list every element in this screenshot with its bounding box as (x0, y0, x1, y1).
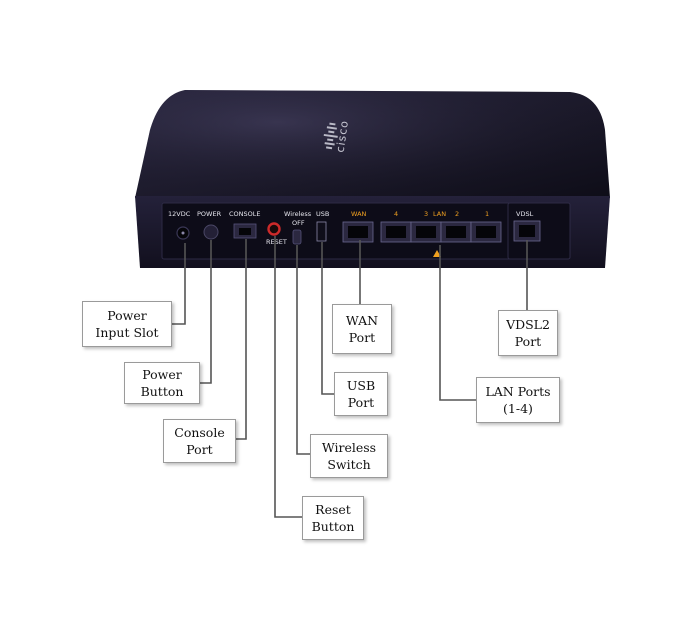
label-power: POWER (197, 210, 222, 218)
callout-usb-port: USB Port (334, 372, 388, 416)
lan-port-3-slot (416, 226, 436, 238)
leader-usb (321, 242, 334, 395)
callout-power-input-line1: Power (107, 308, 147, 323)
callout-console-port-line1: Console (174, 425, 225, 440)
lan-warning-icon (433, 250, 441, 257)
label-wireless: Wireless (284, 210, 312, 218)
label-vdsl: VDSL (516, 210, 534, 218)
callout-vdsl2-port: VDSL2 Port (498, 310, 558, 356)
leader-lan (439, 245, 476, 401)
leader-power-input (170, 243, 186, 325)
callout-wireless-switch-line1: Wireless (321, 440, 377, 455)
callout-reset-button-line1: Reset (315, 502, 351, 517)
dc-jack-pin (181, 231, 185, 235)
label-lan: LAN (433, 210, 446, 218)
callout-console-port: Console Port (163, 419, 236, 463)
lan-port-2-slot (446, 226, 466, 238)
usb-port-hw (316, 221, 327, 242)
wireless-switch-hw (292, 229, 302, 245)
callout-power-input-slot: Power Input Slot (82, 301, 172, 347)
vdsl-port-slot (519, 225, 535, 237)
label-lan-2: 2 (455, 210, 459, 218)
leader-lines (170, 236, 528, 518)
label-lan-4: 4 (394, 210, 398, 218)
callout-lan-ports-line2: (1-4) (503, 401, 533, 416)
leader-power-button (200, 240, 212, 384)
leader-reset (274, 236, 302, 518)
callout-power-button-line1: Power (142, 367, 182, 382)
label-lan-3: 3 (424, 210, 428, 218)
callout-reset-button: Reset Button (302, 496, 364, 540)
leader-console (236, 239, 247, 440)
callout-lan-ports-line1: LAN Ports (485, 384, 551, 399)
reset-button-hw (267, 222, 281, 236)
label-console: CONSOLE (229, 210, 261, 218)
lan-port-4-slot (386, 226, 406, 238)
callout-reset-button-line2: Button (311, 519, 355, 534)
callout-wireless-switch-line2: Switch (327, 457, 371, 472)
console-port-slot (239, 228, 251, 235)
callout-wireless-switch: Wireless Switch (310, 434, 388, 478)
label-wireless-off: OFF (292, 219, 305, 227)
cisco-logo: cisco (323, 119, 351, 153)
callout-vdsl2-port-line1: VDSL2 (506, 317, 550, 332)
callout-vdsl2-port-line2: Port (514, 334, 542, 349)
callout-power-button-line2: Button (140, 384, 184, 399)
chassis-glare (135, 90, 610, 198)
callout-lan-ports: LAN Ports (1-4) (476, 377, 560, 423)
callout-power-button: Power Button (124, 362, 200, 404)
callout-usb-port-line1: USB (346, 378, 376, 393)
callout-usb-port-line2: Port (347, 395, 375, 410)
callout-wan-port-line2: Port (348, 330, 376, 345)
lan-port-1-slot (476, 226, 496, 238)
power-button-hw (203, 224, 219, 240)
brand-logo-text: cisco (334, 119, 351, 153)
label-lan-1: 1 (485, 210, 489, 218)
wan-port-slot (348, 226, 368, 238)
callout-wan-port-line1: WAN (345, 313, 379, 328)
label-wan: WAN (351, 210, 367, 218)
label-usb: USB (316, 210, 329, 218)
callout-wan-port: WAN Port (332, 304, 392, 354)
callout-console-port-line2: Port (186, 442, 213, 457)
label-12vdc: 12VDC (168, 210, 191, 218)
leader-wireless (296, 245, 310, 455)
label-reset: RESET (266, 238, 287, 246)
callout-power-input-line2: Input Slot (95, 325, 159, 340)
